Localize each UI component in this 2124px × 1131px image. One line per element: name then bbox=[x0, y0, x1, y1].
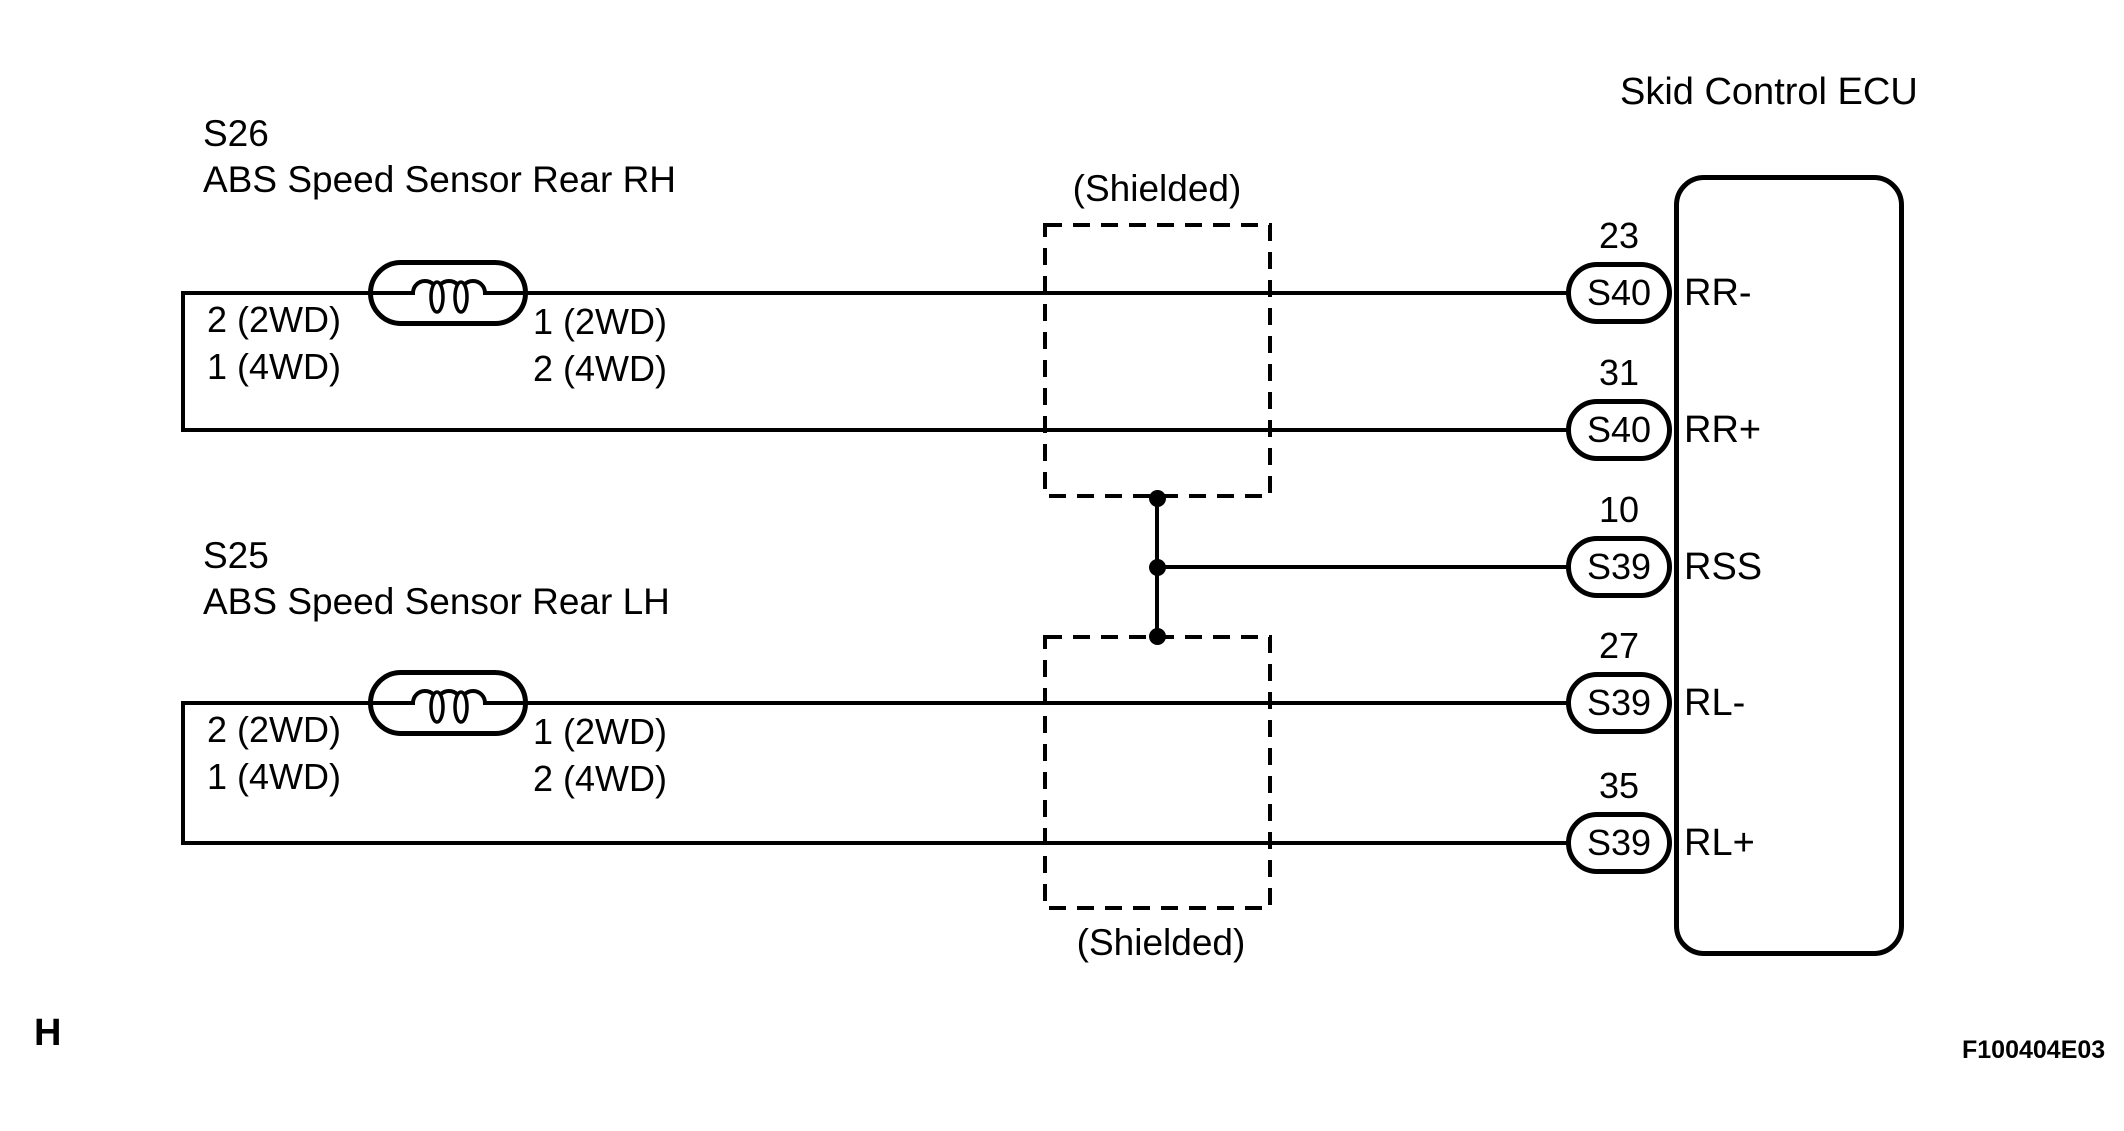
sensor-rh-right-pin-4wd: 2 (4WD) bbox=[533, 348, 667, 389]
sensor-rh-name: ABS Speed Sensor Rear RH bbox=[203, 159, 677, 200]
sensor-lh-left-pin-4wd: 1 (4WD) bbox=[207, 756, 341, 797]
sensor-lh-right-pin-2wd: 1 (2WD) bbox=[533, 711, 667, 752]
shielded-label-top: (Shielded) bbox=[1072, 168, 1242, 209]
shield-junction-dot-bottom bbox=[1149, 628, 1166, 645]
wire-rl-minus bbox=[183, 701, 1568, 705]
shield-box-top bbox=[1043, 223, 1272, 498]
pin-number-10: 10 bbox=[1598, 489, 1640, 530]
wire-rr-plus bbox=[183, 428, 1568, 432]
port-label-rl-minus: RL- bbox=[1684, 682, 1746, 724]
sensor-lh-name: ABS Speed Sensor Rear LH bbox=[203, 581, 670, 622]
skid-control-ecu-box bbox=[1674, 175, 1904, 956]
sensor-lh-left-lead bbox=[181, 701, 185, 845]
sensor-rh-code: S26 bbox=[203, 113, 269, 154]
connector-s40-rr-minus: S40 bbox=[1566, 262, 1672, 324]
shielded-label-bottom: (Shielded) bbox=[1076, 922, 1246, 963]
pin-number-23: 23 bbox=[1598, 215, 1640, 256]
shield-box-bottom bbox=[1043, 635, 1272, 910]
wire-rss bbox=[1157, 565, 1568, 569]
sensor-rh-left-lead bbox=[181, 291, 185, 432]
sensor-rh-right-pin-2wd: 1 (2WD) bbox=[533, 301, 667, 342]
sensor-lh-code: S25 bbox=[203, 535, 269, 576]
sensor-rh-symbol bbox=[368, 260, 528, 326]
figure-code: F100404E03 bbox=[1962, 1036, 2106, 1064]
sensor-rh-left-pin-4wd: 1 (4WD) bbox=[207, 346, 341, 387]
ecu-title: Skid Control ECU bbox=[1620, 71, 1918, 113]
connector-s39-rl-minus: S39 bbox=[1566, 672, 1672, 734]
sensor-lh-right-pin-4wd: 2 (4WD) bbox=[533, 758, 667, 799]
wire-rr-minus bbox=[183, 291, 1568, 295]
port-label-rr-plus: RR+ bbox=[1684, 409, 1762, 451]
shield-junction-dot-top bbox=[1149, 490, 1166, 507]
sensor-lh-left-pin-2wd: 2 (2WD) bbox=[207, 709, 341, 750]
connector-s40-rr-plus: S40 bbox=[1566, 399, 1672, 461]
coil-icon bbox=[373, 689, 523, 724]
pin-number-35: 35 bbox=[1598, 765, 1640, 806]
wire-rl-plus bbox=[183, 841, 1568, 845]
pin-number-31: 31 bbox=[1598, 352, 1640, 393]
port-label-rss: RSS bbox=[1684, 546, 1763, 588]
port-label-rl-plus: RL+ bbox=[1684, 822, 1755, 864]
port-label-rr-minus: RR- bbox=[1684, 272, 1752, 314]
coil-icon bbox=[373, 279, 523, 314]
pin-number-27: 27 bbox=[1598, 625, 1640, 666]
connector-s39-rl-plus: S39 bbox=[1566, 812, 1672, 874]
sensor-rh-left-pin-2wd: 2 (2WD) bbox=[207, 299, 341, 340]
connector-s39-rss: S39 bbox=[1566, 536, 1672, 598]
shield-junction-dot-middle bbox=[1149, 559, 1166, 576]
sensor-lh-symbol bbox=[368, 670, 528, 736]
page-letter: H bbox=[34, 1012, 62, 1054]
